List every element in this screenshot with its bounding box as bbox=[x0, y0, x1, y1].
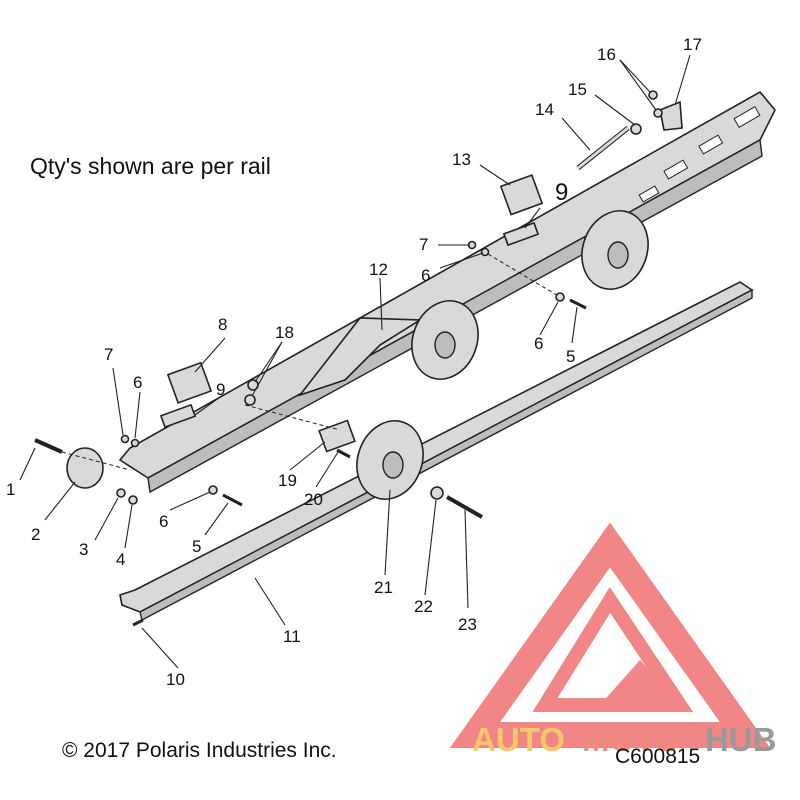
callout-16: 16 bbox=[597, 45, 616, 64]
diagram-code: C600815 bbox=[615, 745, 700, 768]
callout-23: 23 bbox=[458, 615, 477, 634]
callout-19: 19 bbox=[278, 471, 297, 490]
watermark-part-hub: HUB bbox=[705, 721, 777, 758]
callout-1: 1 bbox=[6, 480, 15, 499]
callout-20: 20 bbox=[304, 490, 323, 509]
callout-13: 13 bbox=[452, 150, 471, 169]
callout-14: 14 bbox=[535, 100, 554, 119]
callout-labels: 1 2 3 4 5 5 6 6 6 6 7 7 8 9 9 10 11 12 1… bbox=[6, 35, 702, 689]
callout-6c: 6 bbox=[421, 266, 430, 285]
callout-2: 2 bbox=[31, 525, 40, 544]
callout-21: 21 bbox=[374, 578, 393, 597]
callout-7b: 7 bbox=[419, 235, 428, 254]
quantity-note: Qty's shown are per rail bbox=[30, 153, 271, 179]
callout-5a: 5 bbox=[192, 537, 201, 556]
idler-wheels bbox=[356, 210, 649, 500]
callout-5b: 5 bbox=[566, 347, 575, 366]
watermark-logo-icon bbox=[449, 522, 771, 748]
callout-18: 18 bbox=[275, 323, 294, 342]
hardware-parts bbox=[34, 90, 683, 627]
callout-17: 17 bbox=[683, 35, 702, 54]
callout-9a: 9 bbox=[216, 380, 225, 399]
callout-6b: 6 bbox=[159, 512, 168, 531]
callout-12: 12 bbox=[369, 260, 388, 279]
slide-rail bbox=[119, 281, 754, 622]
callout-6d: 6 bbox=[534, 334, 543, 353]
watermark-text: AUTO MOTO HUB bbox=[472, 721, 777, 758]
callout-7a: 7 bbox=[104, 345, 113, 364]
callout-8: 8 bbox=[218, 315, 227, 334]
leader-lines bbox=[19, 54, 691, 669]
callout-4: 4 bbox=[116, 550, 125, 569]
callout-11: 11 bbox=[283, 627, 301, 646]
callout-15: 15 bbox=[568, 80, 587, 99]
callout-9b: 9 bbox=[555, 179, 568, 206]
callout-10: 10 bbox=[166, 670, 185, 689]
callout-3: 3 bbox=[79, 540, 88, 559]
callout-6a: 6 bbox=[133, 373, 142, 392]
watermark-part-auto: AUTO bbox=[472, 721, 565, 758]
callout-22: 22 bbox=[414, 597, 433, 616]
watermark-part-moto: MOTO bbox=[582, 721, 680, 758]
copyright-text: © 2017 Polaris Industries Inc. bbox=[62, 739, 337, 762]
